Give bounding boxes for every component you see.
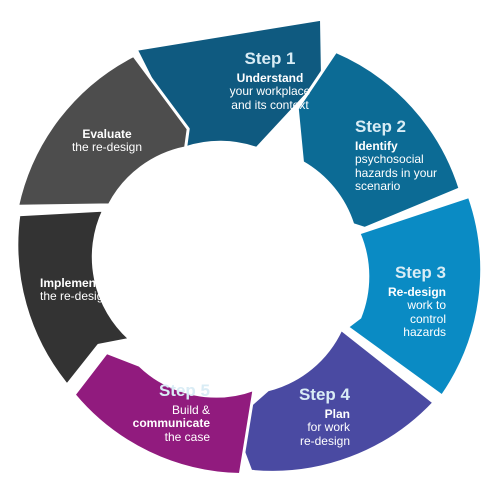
step-3-line-4: hazards	[403, 325, 446, 340]
step-3-line-3: control	[409, 311, 446, 326]
step-4-action: Plan	[324, 407, 350, 422]
step-1-label: Step 1 Understand your workplace and its…	[206, 49, 334, 112]
evaluate-label: Evaluate the re-design	[62, 127, 152, 155]
segment-step-5	[72, 351, 256, 476]
segment-step-3	[345, 195, 484, 398]
step-2-title: Step 2	[355, 117, 407, 136]
step-5-action: communicate	[132, 416, 210, 431]
step-5-title: Step 5	[158, 381, 210, 400]
step-1-line-2: your workplace	[229, 84, 311, 99]
step-2-line-3: hazards in your	[355, 165, 438, 180]
step-4-line-2: for work	[307, 420, 350, 435]
segment-step-2	[295, 49, 462, 230]
segment-evaluate	[16, 53, 190, 208]
segment-step-1	[134, 17, 324, 150]
step-3-title: Step 3	[394, 263, 446, 282]
step-4-title: Step 4	[298, 385, 350, 404]
step-1-line-3: and its context	[231, 97, 309, 112]
step-2-action: Identify	[355, 139, 398, 154]
step-5-line-1: Build &	[171, 403, 210, 418]
segment-step-4	[230, 327, 436, 474]
step-5-label: Step 5 Build & communicate the case	[120, 381, 210, 444]
step-2-line-4: scenario	[355, 179, 401, 194]
step-3-label: Step 3 Re-design work to control hazards	[362, 263, 446, 340]
step-3-action: Re-design	[387, 285, 446, 300]
step-5-line-3: the case	[164, 429, 210, 444]
implement-title: Implement	[40, 276, 101, 290]
step-4-label: Step 4 Plan for work re-design	[270, 385, 350, 448]
step-4-line-3: re-design	[299, 433, 350, 448]
implement-line-2: the re-design	[40, 289, 111, 304]
evaluate-title: Evaluate	[82, 127, 132, 141]
implement-label: Implement the re-design	[40, 276, 140, 304]
step-1-title: Step 1	[244, 49, 296, 68]
step-1-action: Understand	[236, 71, 304, 86]
step-3-line-2: work to	[407, 298, 446, 313]
step-2-label: Step 2 Identify psychosocial hazards in …	[355, 117, 465, 194]
evaluate-line-2: the re-design	[71, 140, 143, 155]
segment-implement	[15, 208, 132, 387]
step-2-line-2: psychosocial	[355, 152, 424, 167]
